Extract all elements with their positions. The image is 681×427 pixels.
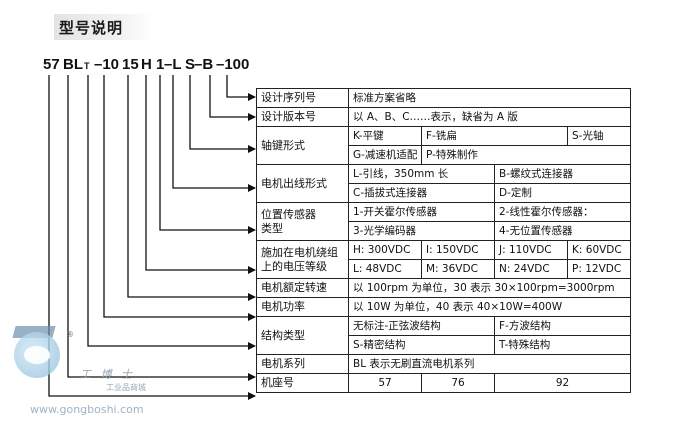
spec-value: F-铣扁 (421, 126, 568, 146)
spec-label: 结构类型 (256, 316, 349, 355)
code-part-sensor: 1 (156, 56, 165, 73)
spec-label-line: 上的电压等级 (261, 259, 327, 273)
spec-value: N: 24VDC (494, 259, 568, 279)
watermark-face (24, 346, 50, 364)
spec-value: P: 12VDC (567, 259, 631, 279)
spec-value: 4-无位置传感器 (494, 221, 631, 241)
spec-label: 机座号 (256, 373, 349, 393)
spec-value: S-光轴 (567, 126, 631, 146)
code-part-leadout: –L (164, 56, 182, 73)
spec-value: 以 10W 为单位，40 表示 40×10W=400W (348, 297, 631, 317)
spec-value: 2-线性霍尔传感器： (494, 202, 631, 222)
code-part-speed: 15 (122, 56, 139, 73)
spec-value: 以 A、B、C……表示，缺省为 A 版 (348, 107, 631, 127)
spec-label: 设计序列号 (256, 88, 349, 108)
code-part-serial: –100 (216, 56, 250, 73)
spec-value: 57 (348, 373, 422, 393)
spec-label-line: 位置传感器 (261, 207, 316, 221)
spec-value: 92 (494, 373, 631, 393)
code-part-shaft: S (185, 56, 196, 73)
spec-value: K-平键 (348, 126, 422, 146)
spec-label: 电机出线形式 (256, 164, 349, 203)
spec-value: M: 36VDC (421, 259, 495, 279)
spec-label: 位置传感器类型 (256, 202, 349, 241)
code-part-power: –10 (94, 56, 120, 73)
spec-value: C-插拔式连接器 (348, 183, 495, 203)
spec-value: J: 110VDC (494, 240, 568, 260)
spec-value: P-特殊制作 (421, 145, 631, 165)
spec-label-line: 类型 (261, 221, 283, 235)
code-part-frame: 57 (43, 56, 60, 73)
spec-row: 设计版本号以 A、B、C……表示，缺省为 A 版 (256, 107, 631, 127)
spec-value: B-螺纹式连接器 (494, 164, 631, 184)
spec-label: 施加在电机绕组上的电压等级 (256, 240, 349, 279)
spec-value: I: 150VDC (421, 240, 495, 260)
code-part-structure: T (84, 61, 90, 71)
spec-value: H: 300VDC (348, 240, 422, 260)
model-code: 57 BL T –10 15 H 1 –L S –B –100 (0, 52, 681, 76)
spec-value: L-引线，350mm 长 (348, 164, 495, 184)
spec-row: 电机额定转速以 100rpm 为单位，30 表示 30×100rpm=3000r… (256, 278, 631, 298)
spec-value: T-特殊结构 (494, 335, 631, 355)
spec-label: 设计版本号 (256, 107, 349, 127)
spec-label-line: 施加在电机绕组 (261, 245, 338, 259)
code-part-voltage: H (141, 56, 152, 73)
spec-value: 1-开关霍尔传感器 (348, 202, 495, 222)
watermark-url: www.gongboshi.com (30, 403, 144, 416)
spec-value: 76 (421, 373, 495, 393)
watermark-subtitle: 工业品商城 (106, 383, 146, 392)
spec-value: S-精密结构 (348, 335, 495, 355)
spec-value: BL 表示无刷直流电机系列 (348, 354, 631, 374)
code-part-version: –B (194, 56, 214, 73)
watermark-registered: ® (66, 330, 74, 339)
section-title-bar (54, 14, 152, 40)
section-title: 型号说明 (59, 19, 124, 37)
spec-label: 轴键形式 (256, 126, 349, 165)
spec-value: G-减速机适配 (348, 145, 422, 165)
watermark-brand: 工 博 士 (80, 368, 135, 381)
spec-label: 电机功率 (256, 297, 349, 317)
spec-value: 无标注-正弦波结构 (348, 316, 495, 336)
spec-value: 3-光学编码器 (348, 221, 495, 241)
spec-value: 以 100rpm 为单位，30 表示 30×100rpm=3000rpm (348, 278, 631, 298)
code-part-series: BL (63, 56, 83, 73)
spec-row: 设计序列号标准方案省略 (256, 88, 631, 108)
spec-label: 电机额定转速 (256, 278, 349, 298)
spec-row: 电机功率以 10W 为单位，40 表示 40×10W=400W (256, 297, 631, 317)
spec-value: 标准方案省略 (348, 88, 631, 108)
spec-value: D-定制 (494, 183, 631, 203)
spec-label: 电机系列 (256, 354, 349, 374)
spec-value: F-方波结构 (494, 316, 631, 336)
spec-value: L: 48VDC (348, 259, 422, 279)
spec-value: K: 60VDC (567, 240, 631, 260)
